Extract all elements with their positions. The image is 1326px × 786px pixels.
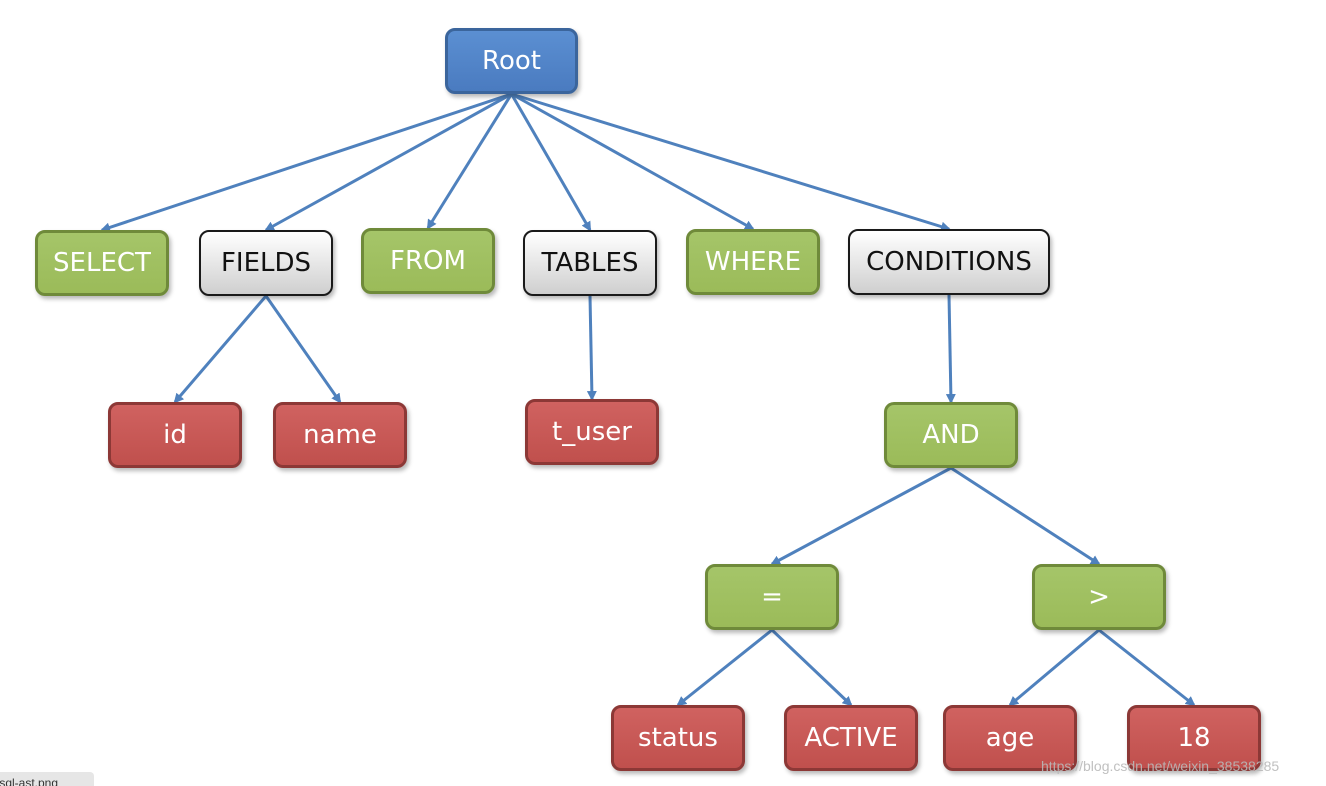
and-node: AND	[884, 402, 1018, 468]
equals-operator-node: =	[705, 564, 839, 630]
edge-root-to-fields	[264, 92, 513, 232]
edge-root-to-where	[510, 92, 755, 231]
edge-root-to-select	[100, 92, 512, 233]
field-id-node: id	[108, 402, 242, 468]
age-node: age	[943, 705, 1077, 771]
edge-eq-to-status	[676, 628, 773, 707]
status-node: status	[611, 705, 745, 771]
edge-conditions-to-and	[945, 294, 956, 404]
fields-node: FIELDS	[199, 230, 333, 296]
edge-gt-to-age	[1008, 628, 1100, 707]
edge-and-to-eq	[770, 466, 952, 566]
root-node: Root	[445, 28, 578, 94]
edge-fields-to-name	[264, 295, 342, 404]
edge-gt-to-eighteen	[1098, 628, 1196, 707]
edge-eq-to-active	[770, 628, 853, 707]
from-node: FROM	[361, 228, 495, 294]
where-node: WHERE	[686, 229, 820, 295]
select-node: SELECT	[35, 230, 169, 296]
greater-than-operator-node: >	[1032, 564, 1166, 630]
table-t-user-node: t_user	[525, 399, 659, 465]
tables-node: TABLES	[523, 230, 657, 296]
edge-root-to-from	[426, 93, 513, 230]
edge-fields-to-id	[173, 295, 268, 404]
active-value-node: ACTIVE	[784, 705, 918, 771]
watermark: https://blog.csdn.net/weixin_38538285	[1041, 758, 1280, 774]
edge-root-to-tables	[510, 93, 592, 232]
conditions-node: CONDITIONS	[848, 229, 1050, 295]
filename-chip: /sql-ast.png	[0, 772, 94, 786]
field-name-node: name	[273, 402, 407, 468]
edge-and-to-gt	[950, 466, 1101, 566]
edge-tables-to-t_user	[586, 295, 597, 401]
edge-root-to-conditions	[511, 92, 951, 232]
eighteen-value-node: 18	[1127, 705, 1261, 771]
